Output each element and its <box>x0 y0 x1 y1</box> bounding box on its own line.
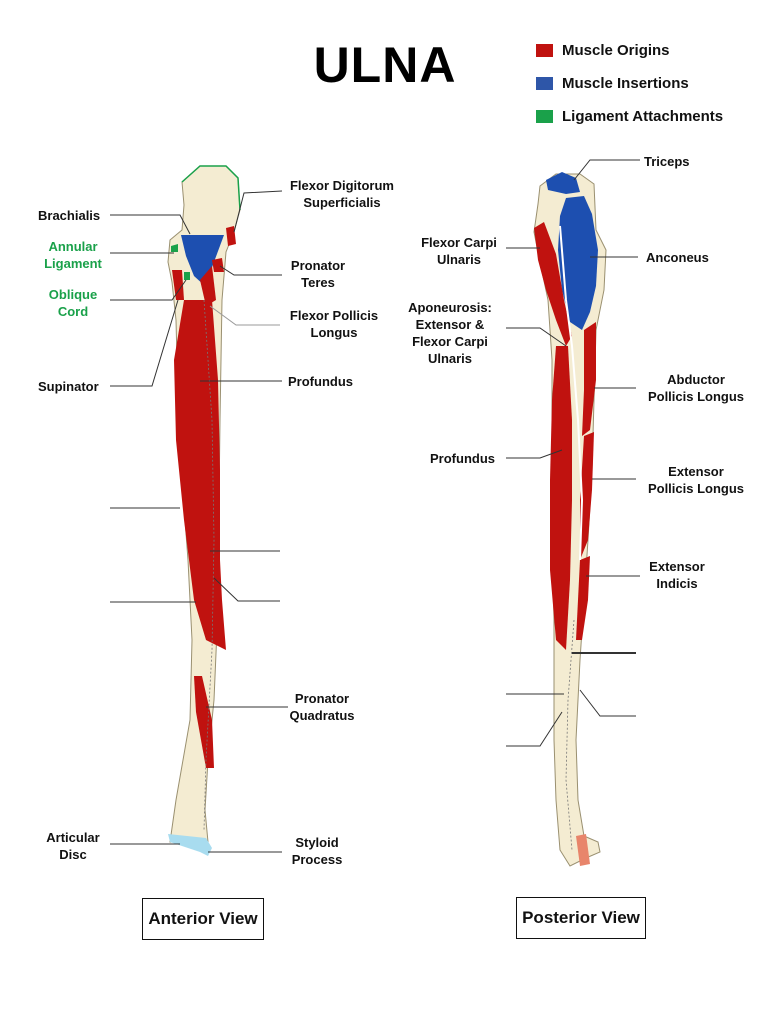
label-pronator-teres-line2: Teres <box>301 275 335 290</box>
label-fds: Flexor Digitorum Superficialis <box>284 177 400 211</box>
label-articular-line1: Articular <box>46 830 100 845</box>
anterior-leaders <box>110 190 288 853</box>
label-apo-line4: Ulnaris <box>427 351 473 366</box>
label-anconeus: Anconeus <box>646 250 709 265</box>
label-articular-disc: Articular Disc <box>40 829 106 863</box>
label-apo-line2: Extensor & <box>415 317 485 332</box>
label-annular-ligament: Annular Ligament <box>42 238 104 272</box>
profundus-posterior-origin <box>550 346 572 650</box>
leader-blank-p3 <box>579 689 636 717</box>
label-pq-line1: Pronator <box>294 691 350 706</box>
label-epl: Extensor Pollicis Longus <box>640 463 752 497</box>
pronator-quadratus-origin <box>194 676 214 768</box>
leader-fpl <box>209 305 280 326</box>
distal-tendon-mark <box>576 834 590 866</box>
supinator-origin <box>172 270 184 300</box>
label-oblique-line1: Oblique <box>48 287 98 302</box>
posterior-ulna <box>533 172 607 867</box>
leader-triceps <box>573 159 640 181</box>
label-supinator: Supinator <box>38 379 99 394</box>
label-epl-line2: Pollicis Longus <box>647 481 745 496</box>
aponeurosis-line <box>559 225 584 561</box>
legend-label-ligaments: Ligament Attachments <box>562 108 724 125</box>
triceps-insertion <box>546 172 580 194</box>
leader-apo <box>506 327 567 347</box>
label-apl: Abductor Pollicis Longus <box>640 371 752 405</box>
fcu-origin <box>534 222 572 346</box>
label-pq-line2: Quadratus <box>289 708 355 723</box>
label-brachialis: Brachialis <box>38 208 101 223</box>
legend-swatch-insertions <box>536 77 553 90</box>
legend-item-insertions: Muscle Insertions <box>536 67 723 100</box>
label-apo-line1: Aponeurosis: <box>408 300 492 315</box>
label-fcu-line2: Ulnaris <box>436 252 482 267</box>
epl-origin <box>580 432 594 560</box>
label-fpl: Flexor Pollicis Longus <box>284 307 384 341</box>
leader-profundus-post <box>506 449 563 459</box>
label-styloid-process: Styloid Process <box>286 834 348 868</box>
label-fpl-line2: Longus <box>310 325 358 340</box>
posterior-leaders <box>506 159 640 747</box>
legend-item-origins: Muscle Origins <box>536 34 723 67</box>
label-epl-line1: Extensor <box>668 464 724 479</box>
label-apl-line2: Pollicis Longus <box>647 389 745 404</box>
anterior-view-label: Anterior View <box>142 898 264 940</box>
leader-supinator <box>110 299 179 387</box>
articular-disc <box>168 834 212 856</box>
annular-ligament-mark <box>171 244 178 252</box>
posterior-view-label: Posterior View <box>516 897 646 939</box>
label-fds-line1: Flexor Digitorum <box>289 178 394 193</box>
legend-swatch-ligaments <box>536 110 553 123</box>
anconeus-insertion <box>558 196 598 330</box>
label-fcu: Flexor Carpi Ulnaris <box>414 234 504 268</box>
coronoid-origin <box>200 266 216 306</box>
label-ei-line2: Indicis <box>656 576 698 591</box>
label-pronator-quadratus: Pronator Quadratus <box>286 690 358 724</box>
leader-blank-p4 <box>506 711 563 747</box>
apl-origin <box>582 322 596 436</box>
label-profundus-anterior: Profundus <box>288 374 353 389</box>
label-apo-line3: Flexor Carpi <box>412 334 488 349</box>
pronator-teres-origin <box>212 258 224 272</box>
label-triceps: Triceps <box>644 154 690 169</box>
label-styloid-line1: Styloid <box>295 835 339 850</box>
interosseous-border <box>203 299 215 831</box>
label-oblique-cord: Oblique Cord <box>42 286 104 320</box>
leader-fds <box>233 190 283 233</box>
legend-item-ligaments: Ligament Attachments <box>536 100 723 133</box>
label-pronator-teres: Pronator Teres <box>284 257 352 291</box>
label-ei: Extensor Indicis <box>644 558 710 592</box>
anterior-ulna <box>167 165 241 856</box>
legend-label-origins: Muscle Origins <box>562 42 670 59</box>
ei-origin <box>576 556 590 640</box>
profundus-origin <box>174 300 226 650</box>
label-fpl-line1: Flexor Pollicis <box>289 308 379 323</box>
label-fds-line2: Superficialis <box>303 195 381 210</box>
leader-brachialis <box>110 214 191 235</box>
leader-blank-4 <box>213 577 280 602</box>
legend: Muscle Origins Muscle Insertions Ligamen… <box>536 34 723 133</box>
leader-oblique <box>110 279 187 301</box>
label-ei-line1: Extensor <box>649 559 705 574</box>
label-fcu-line1: Flexor Carpi <box>421 235 497 250</box>
oblique-cord-mark <box>184 272 190 280</box>
leader-pronator-teres <box>219 265 282 276</box>
legend-label-insertions: Muscle Insertions <box>562 75 689 92</box>
posterior-interosseous-border <box>565 619 575 851</box>
label-pronator-teres-line1: Pronator <box>290 258 346 273</box>
label-apl-line1: Abductor <box>667 372 725 387</box>
label-articular-line2: Disc <box>59 847 87 862</box>
anterior-ligament-outline <box>181 165 241 211</box>
legend-swatch-origins <box>536 44 553 57</box>
label-profundus-posterior: Profundus <box>430 451 495 466</box>
label-annular-line1: Annular <box>48 239 98 254</box>
label-aponeurosis: Aponeurosis: Extensor & Flexor Carpi Uln… <box>402 299 498 367</box>
label-annular-line2: Ligament <box>44 256 102 271</box>
brachialis-insertion <box>181 235 224 286</box>
fds-origin <box>226 226 236 246</box>
label-styloid-line2: Process <box>291 852 343 867</box>
page-title: ULNA <box>313 37 457 93</box>
label-oblique-line2: Cord <box>57 304 89 319</box>
